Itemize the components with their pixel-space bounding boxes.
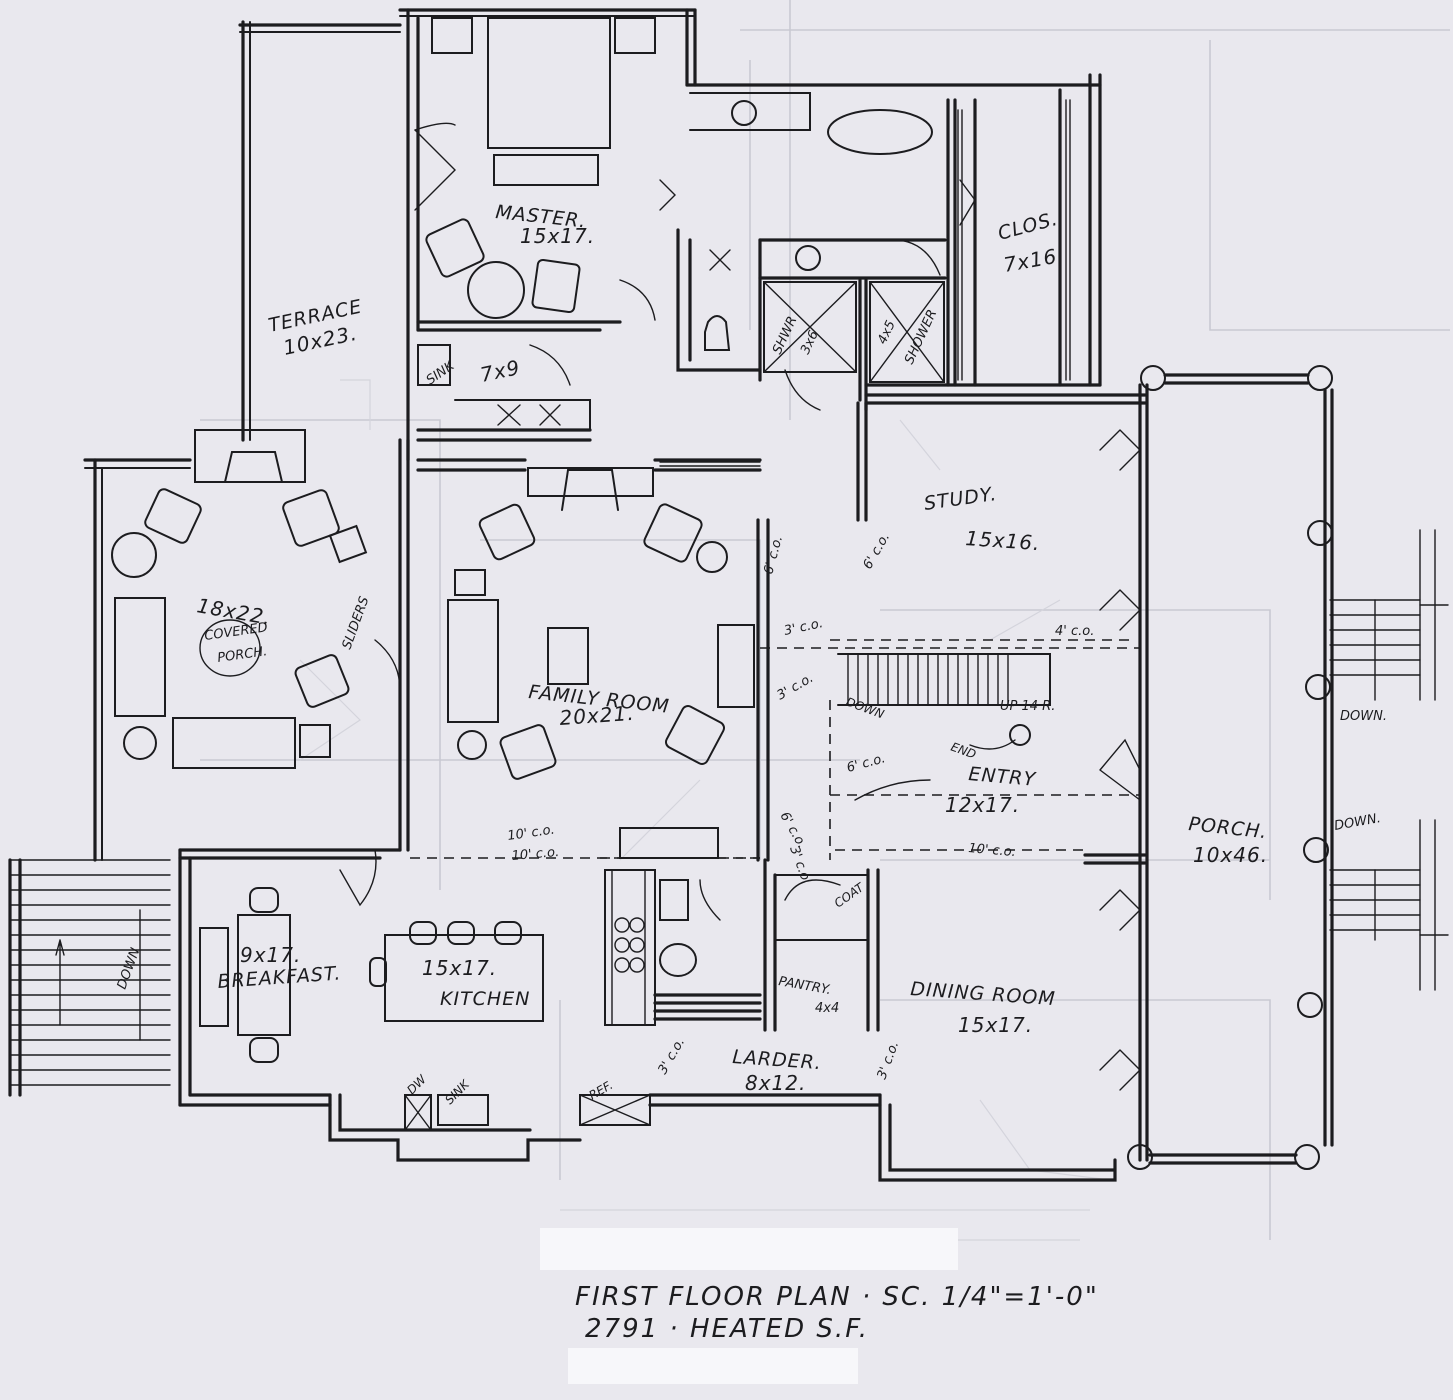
study-label: STUDY. [923, 483, 999, 515]
east-porch [1127, 365, 1449, 1170]
study-size: 15x16. [965, 526, 1042, 555]
kitchen-size: 15x17. [422, 956, 497, 980]
tape-strip-bottom [568, 1348, 858, 1384]
plan-area: 2791 · HEATED S.F. [585, 1314, 869, 1344]
kitchen-breakfast [178, 848, 1141, 1182]
clos-size: 7x16. [1002, 243, 1067, 277]
title-block: FIRST FLOOR PLAN · SC. 1/4"=1'-0" 2791 ·… [575, 1282, 1099, 1344]
ghost-sketch-layer [200, 0, 1450, 1241]
opening-note-6: 6' c.o. [860, 530, 893, 572]
breakfast-label: BREAKFAST. [217, 962, 342, 993]
larder-label: LARDER. [732, 1046, 823, 1074]
covered-porch-walls [83, 429, 410, 862]
wic-size: 7x9 [478, 355, 522, 387]
stair-down-label: DOWN [844, 695, 886, 722]
dining-label: DINING ROOM [910, 978, 1057, 1010]
kitchen-sink-label: SINK [442, 1077, 472, 1107]
porch-down-label-2: DOWN. [1333, 811, 1382, 834]
left-stair [8, 858, 171, 1097]
master-size: 15x17. [520, 224, 595, 248]
left-stair-down-label: DOWN [115, 946, 144, 992]
master-suite-walls [398, 8, 1147, 462]
family-room [410, 458, 770, 862]
entry-label: ENTRY [968, 763, 1038, 791]
room-labels: MASTER. 15x17. CLOS. 7x16. TERRACE 10x23… [115, 201, 1387, 1107]
opening-note-12: 3' c.o. [875, 1039, 903, 1081]
opening-note-8: 3' c.o. [786, 844, 814, 886]
master-furniture [416, 17, 1071, 442]
clos-label: CLOS. [996, 208, 1061, 245]
shower2-label: SHOWER [902, 307, 940, 366]
opening-note-5: 3' c.o. [775, 671, 817, 704]
opening-note-4: 4' c.o. [1055, 624, 1094, 639]
sliders-label: SLIDERS [340, 595, 373, 652]
stair-up-label: UP 14 R. [1000, 699, 1055, 714]
ref-label: REF. [587, 1078, 616, 1103]
opening-note-13: 6' c.o. [777, 810, 810, 852]
dining-size: 15x17. [958, 1013, 1033, 1037]
covered-porch-label-2: PORCH. [216, 644, 268, 666]
shower1-size: 3x6 [798, 328, 822, 356]
opening-note-1: 10' c.o. [506, 822, 555, 843]
kitchen-label: KITCHEN [440, 988, 530, 1010]
covered-porch-circle [199, 619, 261, 677]
plan-title: FIRST FLOOR PLAN · SC. 1/4"=1'-0" [575, 1282, 1099, 1312]
shower1-label: SHWR [770, 314, 800, 357]
bath-sink-label: SINK [424, 358, 459, 389]
porch-label: PORCH. [1187, 813, 1268, 843]
porch-down-label-1: DOWN. [1340, 709, 1387, 724]
master-doors [414, 122, 976, 411]
family-room-size: 20x21. [559, 701, 636, 730]
tape-strip-top [540, 1228, 958, 1270]
study-entry-area [760, 383, 1149, 1162]
opening-note-7: 6' c.o. [845, 751, 887, 776]
pantry-label: PANTRY. [777, 974, 832, 998]
terrace-outline [238, 20, 402, 442]
shower2-size: 4x5 [875, 318, 899, 346]
opening-note-3: 3' c.o. [783, 616, 825, 639]
opening-note-9: 10' c.o. [968, 841, 1017, 860]
porch-size: 10x46. [1193, 843, 1268, 867]
opening-note-11: 3' c.o. [655, 1035, 688, 1077]
stair-end-label: END [949, 740, 978, 762]
entry-size: 12x17. [945, 793, 1020, 817]
opening-note-10: 10' c.o. [511, 845, 560, 864]
larder-size: 8x12. [745, 1071, 806, 1095]
opening-note-2: 6' c.o. [761, 534, 786, 576]
breakfast-size: 9x17. [240, 943, 301, 967]
dw-label: DW [404, 1071, 430, 1097]
pantry-size: 4x4 [815, 1001, 839, 1016]
